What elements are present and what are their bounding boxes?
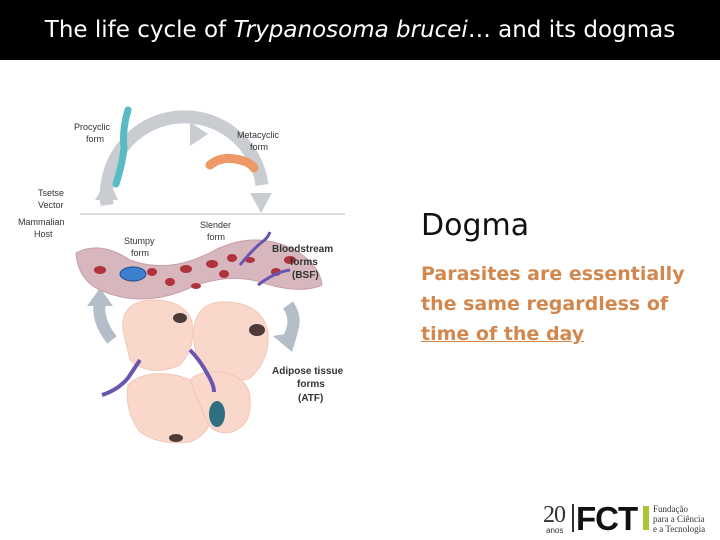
host-arrowhead-left bbox=[87, 288, 113, 306]
dogma-line-2: the same regardless of bbox=[421, 293, 669, 315]
logo-twenty: 20 bbox=[543, 502, 566, 528]
slender-parasite bbox=[238, 231, 272, 266]
label-stumpy: Stumpy bbox=[124, 236, 155, 246]
fct-logo: 20 anos FCT Fundação para a Ciência e a … bbox=[543, 500, 713, 537]
dogma-heading: Dogma bbox=[421, 208, 530, 243]
logo-divider bbox=[572, 504, 574, 532]
label-bsf: (BSF) bbox=[292, 270, 319, 281]
cycle-arrowhead-right bbox=[250, 193, 272, 213]
label-atf: (ATF) bbox=[298, 393, 323, 404]
atf-stumpy-parasite bbox=[209, 401, 225, 427]
label-mammalian: Mammalian bbox=[18, 217, 65, 227]
label-slender-form: form bbox=[207, 232, 225, 242]
logo-sub-2: para a Ciência bbox=[653, 514, 705, 524]
stumpy-parasite bbox=[119, 266, 147, 282]
logo-sub-3: e a Tecnologia bbox=[653, 524, 706, 534]
slender-parasite-2 bbox=[257, 268, 291, 287]
title-species: Trypanosoma brucei bbox=[233, 17, 468, 43]
atf-parasite-2 bbox=[188, 348, 216, 393]
label-procyclic-form: form bbox=[86, 134, 104, 144]
label-vector: Vector bbox=[38, 200, 64, 210]
adipose-tissue bbox=[122, 299, 269, 444]
label-adipose: Adipose tissue bbox=[272, 366, 344, 377]
tsetse-cycle-arrow bbox=[99, 110, 269, 206]
blood-vessel bbox=[75, 239, 323, 300]
logo-sub-1: Fundação bbox=[653, 504, 688, 514]
atf-parasite bbox=[101, 358, 142, 397]
dogma-statement: Parasites are essentially the same regar… bbox=[421, 259, 691, 349]
title-prefix: The life cycle of bbox=[44, 17, 227, 43]
label-bloodstream: Bloodstream bbox=[272, 244, 333, 255]
label-stumpy-form: form bbox=[131, 248, 149, 258]
label-metacyclic: Metacyclic bbox=[237, 130, 280, 140]
logo-accent-bar bbox=[643, 506, 649, 530]
label-metacyclic-form: form bbox=[250, 142, 268, 152]
logo-fct: FCT bbox=[576, 500, 638, 537]
logo-anos: anos bbox=[546, 526, 564, 535]
label-tsetse: Tsetse bbox=[38, 188, 64, 198]
label-bloodstream-forms: forms bbox=[290, 257, 318, 268]
dogma-line-3: time of the day bbox=[421, 323, 585, 345]
dogma-line-1: Parasites are essentially bbox=[421, 263, 685, 285]
cycle-arrowhead-left bbox=[95, 178, 118, 200]
label-adipose-forms: forms bbox=[297, 379, 325, 390]
metacyclic-parasite bbox=[205, 153, 259, 173]
procyclic-parasite bbox=[112, 106, 132, 188]
slide-title: The life cycle of Trypanosoma brucei… an… bbox=[0, 0, 720, 60]
life-cycle-diagram: Procyclic form Metacyclic form Tsetse Ve… bbox=[18, 106, 345, 444]
title-suffix: … and its dogmas bbox=[467, 17, 676, 43]
red-blood-cells bbox=[94, 254, 296, 289]
label-slender: Slender bbox=[200, 220, 231, 230]
cycle-arrowhead-top bbox=[190, 122, 208, 146]
label-procyclic: Procyclic bbox=[74, 122, 111, 132]
host-arrowhead-right bbox=[273, 332, 298, 352]
label-host: Host bbox=[34, 229, 53, 239]
